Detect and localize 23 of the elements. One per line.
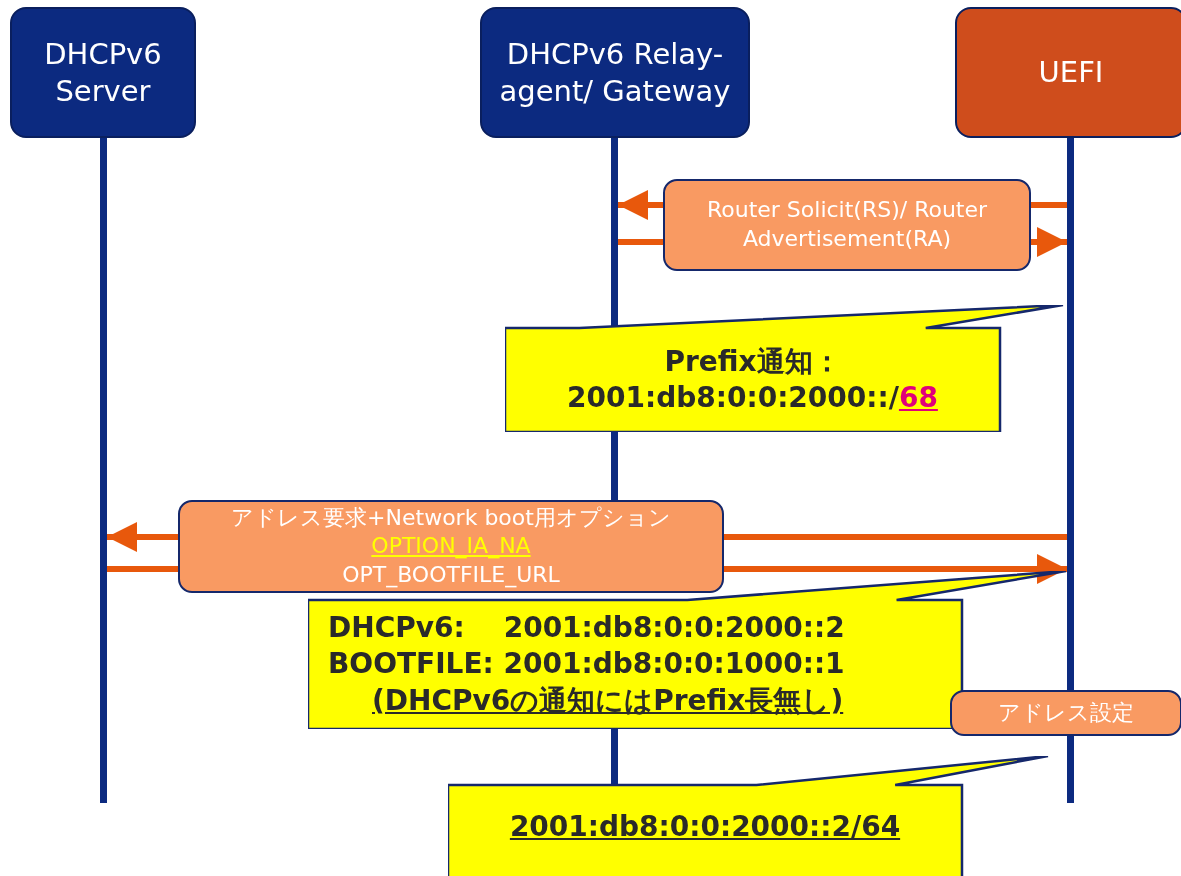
- participant-box: UEFI: [955, 7, 1181, 138]
- message-box: [178, 500, 724, 593]
- prefix-address: 2001:db8:0:0:2000::/: [567, 381, 899, 414]
- message-box: Router Solicit(RS)/ Router Advertisement(RA): [663, 179, 1031, 271]
- callout-text: BOOTFILE: 2001:db8:0:0:1000::1: [328, 646, 845, 683]
- callout-text: DHCPv6: 2001:db8:0:0:2000::2: [328, 609, 845, 646]
- arrow: [618, 190, 663, 220]
- callout-text: Prefix通知：: [664, 343, 841, 380]
- arrow: [1031, 227, 1067, 257]
- lifeline: [611, 137, 618, 328]
- arrow: [724, 554, 1067, 584]
- callout-text: 2001:db8:0:0:2000::2/64: [509, 809, 901, 845]
- message-text: OPT_BOOTFILE_URL: [342, 560, 560, 590]
- prefix-length: 68: [898, 381, 938, 414]
- arrow: [107, 522, 178, 552]
- lifeline: [1067, 137, 1074, 690]
- lifeline: [100, 137, 107, 803]
- participant-box: DHCPv6 Server: [10, 7, 196, 138]
- step-box: アドレス設定: [950, 690, 1181, 736]
- option-name: OPTION_IA_NA: [371, 532, 531, 561]
- message-text: アドレス要求+Network boot用オプション: [231, 503, 671, 532]
- participant-box: DHCPv6 Relay-agent/ Gateway: [480, 7, 750, 138]
- callout-text: (DHCPv6の通知にはPrefix長無し): [372, 682, 844, 719]
